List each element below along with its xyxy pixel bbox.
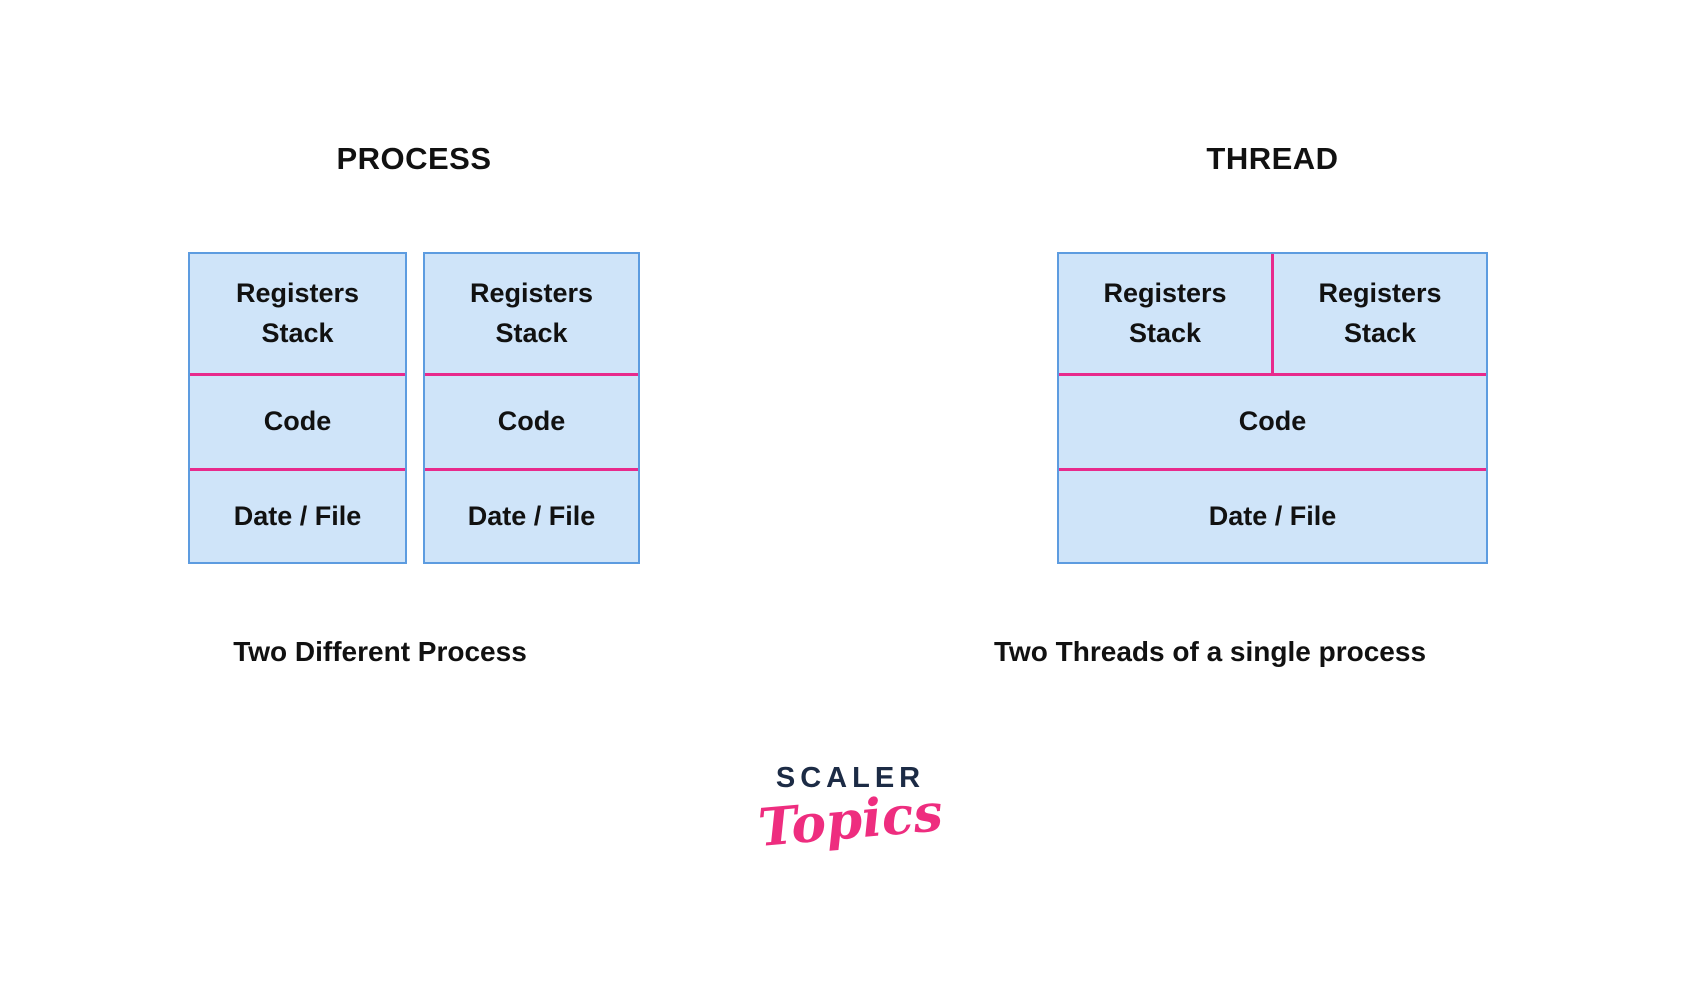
process1-date-file-cell: Date / File bbox=[190, 468, 405, 562]
process-caption: Two Different Process bbox=[233, 636, 527, 667]
thread-registers-row: Registers Stack Registers Stack bbox=[1059, 254, 1486, 373]
thread1-registers-stack-cell: Registers Stack bbox=[1059, 254, 1274, 373]
process1-code-cell: Code bbox=[190, 373, 405, 468]
thread-code-cell: Code bbox=[1059, 373, 1486, 468]
process-title: PROCESS bbox=[336, 141, 492, 176]
thread-date-file-cell: Date / File bbox=[1059, 468, 1486, 562]
process2-registers-stack-cell: Registers Stack bbox=[469, 278, 594, 348]
scaler-wordmark: SCALER bbox=[775, 762, 926, 794]
scaler-topics-logo: SCALER Topics bbox=[0, 762, 1701, 859]
topics-script-wordmark: Topics bbox=[755, 782, 945, 859]
process2-code-cell: Code bbox=[425, 373, 638, 468]
thread-box: Registers Stack Registers Stack Code Dat… bbox=[1057, 252, 1488, 564]
thread2-registers-stack-cell: Registers Stack bbox=[1318, 278, 1442, 348]
process1-registers-stack-cell: Registers Stack bbox=[235, 278, 360, 348]
thread-caption: Two Threads of a single process bbox=[993, 636, 1427, 667]
thread-title: THREAD bbox=[1206, 141, 1339, 176]
process-box-2: Registers Stack Code Date / File bbox=[423, 252, 640, 564]
process-box-1: Registers Stack Code Date / File bbox=[188, 252, 407, 564]
process2-date-file-cell: Date / File bbox=[425, 468, 638, 562]
